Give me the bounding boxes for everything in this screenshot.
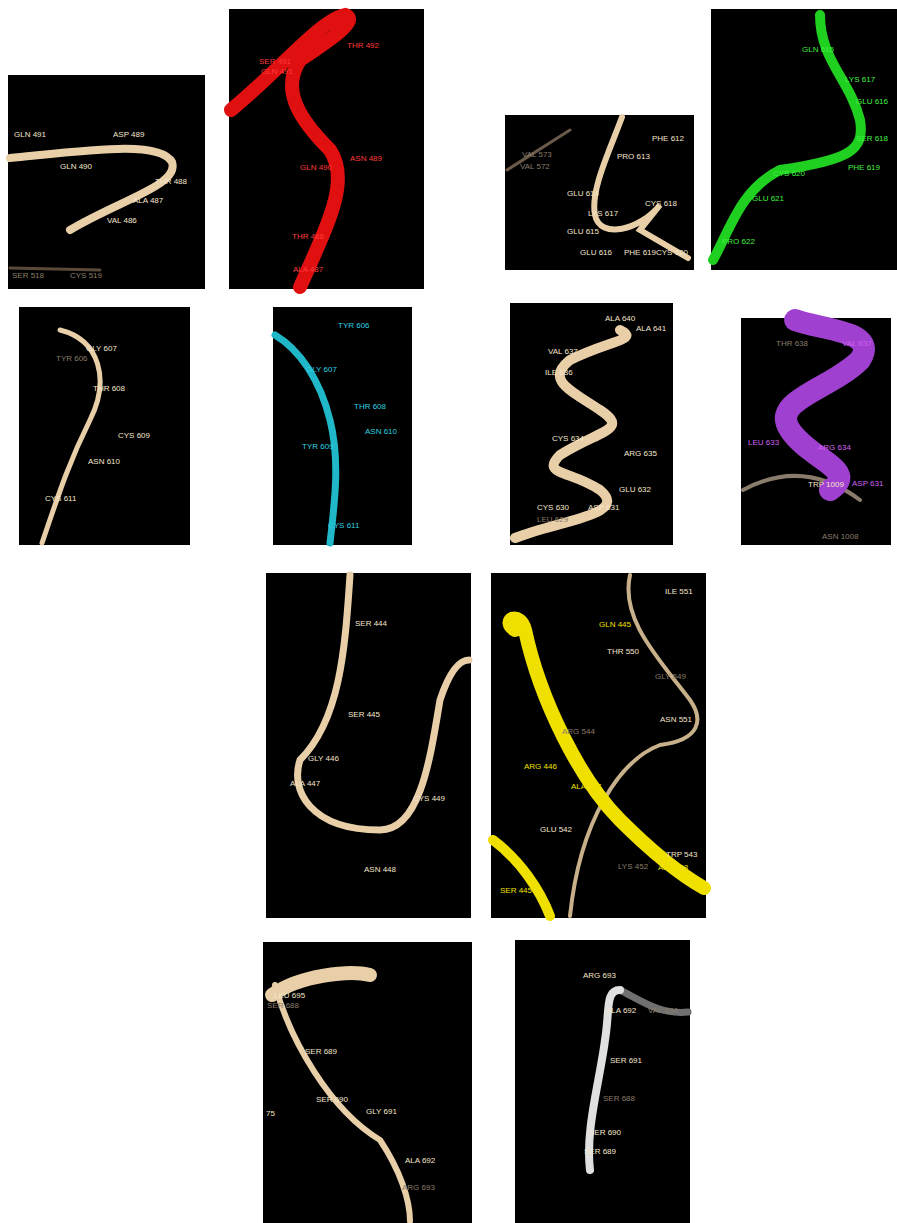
residue-label: THR 488 <box>292 232 324 242</box>
residue-label: SER 445 <box>348 710 380 720</box>
residue-label: CYS 449 <box>413 794 445 804</box>
residue-label: CYS 519 <box>70 271 102 281</box>
residue-label: ARG 634 <box>818 443 851 453</box>
residue-label: ASN 448 <box>364 865 396 875</box>
residue-label: CYS 634 <box>552 434 584 444</box>
residue-label: SER 689 <box>584 1147 616 1157</box>
residue-label: VAL 572 <box>520 162 550 172</box>
residue-label: GLN 491 <box>261 67 293 77</box>
residue-label: ASP 631 <box>852 479 883 489</box>
residue-label: GLU 614 <box>567 189 599 199</box>
residue-label: GLU 615 <box>567 227 599 237</box>
residue-label: GLY 691 <box>366 1107 397 1117</box>
residue-label: GLN 491 <box>14 130 46 140</box>
residue-label: ALA 640 <box>605 314 635 324</box>
residue-label: GLY 446 <box>308 754 339 764</box>
residue-label: ASN 1008 <box>822 532 858 542</box>
residue-label: GLN 490 <box>300 163 332 173</box>
residue-label: ALA 692 <box>405 1156 435 1166</box>
residue-label: ALA 447 <box>290 779 320 789</box>
residue-label: VAL 486 <box>107 216 137 226</box>
residue-label: SER 689 <box>305 1047 337 1057</box>
residue-label: ARG 446 <box>524 762 557 772</box>
residue-label: ASP 489 <box>113 130 144 140</box>
residue-label: PHE 619 <box>848 163 880 173</box>
residue-label: CYS 620 <box>773 169 805 179</box>
residue-label: VAL 694 <box>648 1006 678 1016</box>
residue-label: LEU 629 <box>537 515 568 525</box>
residue-label: TRP 543 <box>666 850 697 860</box>
residue-label: VAL 573 <box>522 150 552 160</box>
residue-label: ASN 551 <box>660 715 692 725</box>
residue-label: LEU 695 <box>274 991 305 1001</box>
residue-label: ARG 693 <box>402 1183 435 1193</box>
residue-label: SER 688 <box>603 1094 635 1104</box>
residue-label: 75 <box>266 1109 275 1119</box>
residue-label: THR 488 <box>155 177 187 187</box>
residue-label: GLU 632 <box>619 485 651 495</box>
residue-label: ALA 487 <box>293 265 323 275</box>
residue-label: THR 608 <box>93 384 125 394</box>
residue-label: TYR 606 <box>338 321 370 331</box>
residue-label: ASP 631 <box>588 503 619 513</box>
residue-label: GLN 490 <box>60 162 92 172</box>
residue-label: ARG 693 <box>583 971 616 981</box>
residue-label: GLU 542 <box>540 825 572 835</box>
residue-label: GLY 607 <box>306 365 337 375</box>
residue-label: LYS 452 <box>618 862 648 872</box>
residue-label: CYS 630 <box>537 503 569 513</box>
residue-label: ARG 635 <box>624 449 657 459</box>
residue-label: SER 518 <box>12 271 44 281</box>
residue-label: THR 608 <box>354 402 386 412</box>
residue-label: ILE 551 <box>665 587 693 597</box>
residue-label: LYS 617 <box>845 75 875 85</box>
residue-label: THR 638 <box>776 339 808 349</box>
residue-label: PRO 613 <box>617 152 650 162</box>
residue-label: PRO 622 <box>722 237 755 247</box>
residue-label: ILE 636 <box>545 368 573 378</box>
residue-label: ASN 610 <box>88 457 120 467</box>
residue-label: SER 690 <box>589 1128 621 1138</box>
residue-label: PHE 619 <box>624 248 656 258</box>
residue-label: ALA 447 <box>571 782 601 792</box>
residue-label: SER 691 <box>610 1056 642 1066</box>
residue-label: SER 491 <box>259 57 291 67</box>
residue-label: GLU 616 <box>580 248 612 258</box>
residue-label: VAL 637 <box>842 339 872 349</box>
residue-label: CYS 611 <box>328 521 359 531</box>
residue-label: GLY 549 <box>655 672 686 682</box>
residue-label: ALA 692 <box>606 1006 636 1016</box>
residue-label: TYR 609 <box>302 442 334 452</box>
residue-label: ALA 641 <box>636 324 666 334</box>
residue-label: GLY 607 <box>86 344 117 354</box>
residue-label: THR 492 <box>347 41 379 51</box>
residue-label: CYS 611 <box>45 494 76 504</box>
residue-label: PHE 612 <box>652 134 684 144</box>
residue-label: ASN 489 <box>350 154 382 164</box>
residue-label: TYR 606 <box>56 354 88 364</box>
residue-label: GLU 621 <box>752 194 784 204</box>
residue-label: CYS 609 <box>118 431 150 441</box>
residue-label: SER 444 <box>355 619 387 629</box>
residue-label: VAL 637 <box>548 347 578 357</box>
residue-label: CYS 618 <box>645 199 677 209</box>
residue-label: LYS 617 <box>588 209 618 219</box>
residue-label: CYS 620 <box>656 248 688 258</box>
residue-label: SER 445 <box>500 886 532 896</box>
residue-label: ARG 544 <box>562 727 595 737</box>
residue-label: SER 690 <box>316 1095 348 1105</box>
residue-label: ALA 448 <box>658 863 688 873</box>
residue-label: GLN 615 <box>802 45 834 55</box>
residue-label: LEU 633 <box>748 438 779 448</box>
residue-label: TRP 1009 <box>808 480 844 490</box>
residue-label: SER 618 <box>856 134 888 144</box>
residue-label: GLN 445 <box>599 620 631 630</box>
residue-label: THR 550 <box>607 647 639 657</box>
residue-label: ALA 487 <box>133 196 163 206</box>
residue-label: SER 688 <box>267 1001 299 1011</box>
residue-label: ASN 610 <box>365 427 397 437</box>
residue-label: GLU 616 <box>856 97 888 107</box>
